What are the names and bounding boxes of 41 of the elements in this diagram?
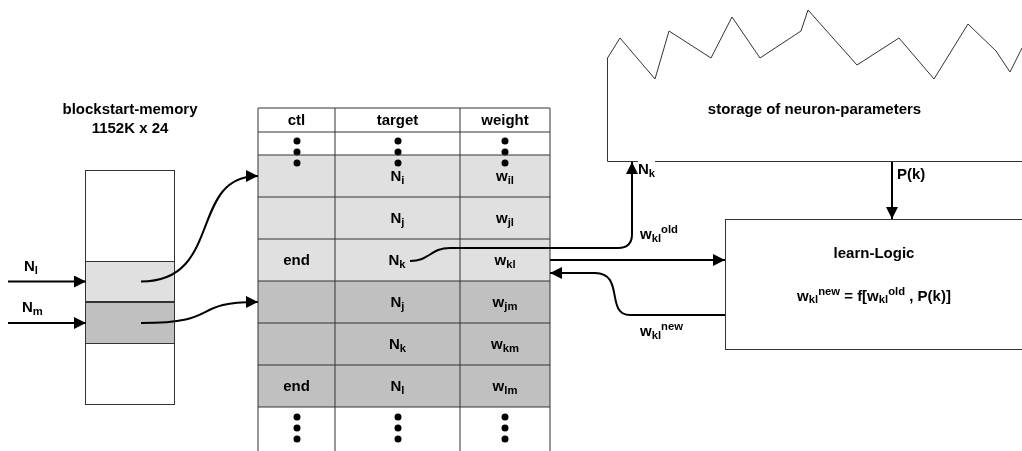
cell-text: end — [283, 249, 310, 270]
storage-block — [607, 8, 1022, 162]
arrow — [7, 275, 87, 288]
cell-text: w$_{lm}$ — [492, 375, 518, 398]
memory-heading: blockstart-memory 1152K x 24 — [61, 99, 199, 137]
column-header: target — [376, 109, 419, 130]
cell-text: N$_{l}$ — [390, 375, 405, 398]
arrow — [549, 254, 726, 266]
cell-text: w$_{km}$ — [491, 333, 519, 356]
cell-text: w$_{kl}$ — [494, 249, 516, 272]
arrow — [140, 171, 259, 283]
cell-text: N$_{k}$ — [388, 333, 407, 356]
cell-text: N$_{j}$ — [390, 291, 405, 314]
logic-box — [725, 219, 1022, 350]
column-header: ctl — [287, 109, 306, 130]
table-row — [258, 365, 550, 407]
arrow — [549, 267, 726, 316]
memory-segment — [86, 261, 174, 302]
cell-text: w$_{il}$ — [496, 165, 514, 188]
cell-text: N$_{i}$ — [390, 165, 405, 188]
table-row — [258, 323, 550, 365]
arrow — [409, 161, 638, 262]
cell-text: w$_{jl}$ — [496, 207, 514, 230]
column-header: weight — [481, 109, 529, 130]
arrow — [886, 161, 898, 220]
table-row — [258, 281, 550, 323]
table-row — [258, 155, 550, 197]
cell-text: N$_{k}$ — [384, 249, 410, 273]
formula-text: w$_{kl}$$^{new}$ = f[w$_{kl}$$^{old}$ , P(k)] — [797, 284, 951, 307]
memory-segment — [86, 302, 174, 344]
edge-label: P(k) — [897, 165, 926, 183]
cell-text: N$_{j}$ — [390, 207, 405, 230]
table-row — [258, 197, 550, 239]
cell-text: w$_{jm}$ — [492, 291, 518, 314]
arrow — [7, 317, 87, 329]
cell-text: end — [283, 375, 310, 396]
storage-label: storage of neuron-parameters — [707, 99, 922, 119]
table-row — [258, 239, 550, 281]
edge-label: N$_{k}$ — [638, 160, 656, 178]
logic-title: learn-Logic — [833, 243, 915, 263]
arrow — [140, 296, 259, 324]
